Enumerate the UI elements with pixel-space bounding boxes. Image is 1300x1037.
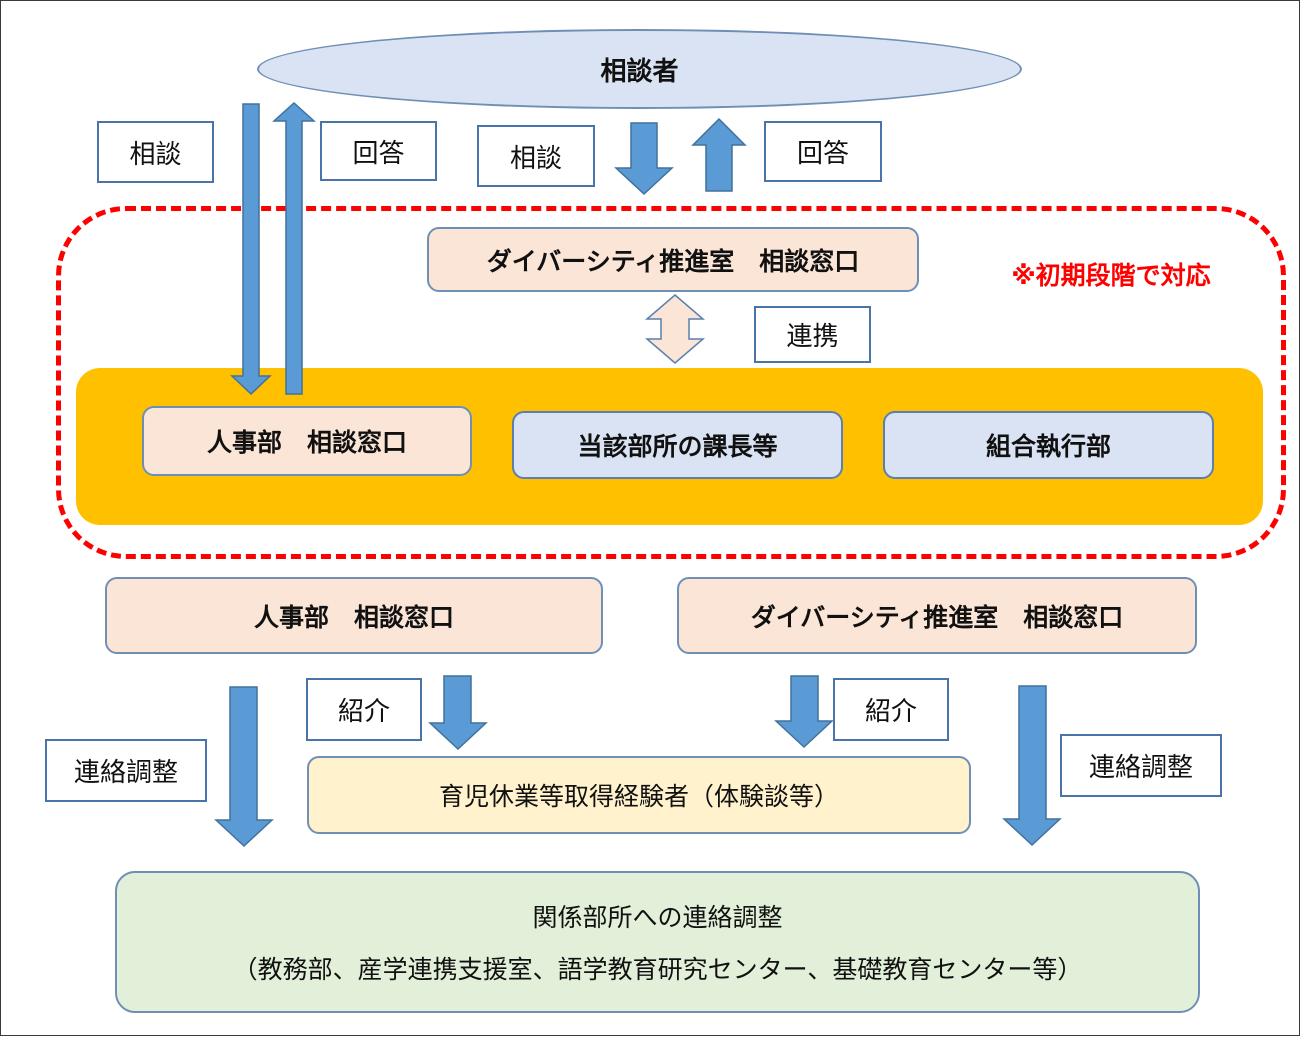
initial-response-note-text: ※初期段階で対応 (1011, 261, 1211, 290)
label-kaitou-center-text: 回答 (796, 139, 849, 169)
label-renkei: 連携 (754, 306, 871, 363)
up-arrow-kaitou-left (272, 101, 316, 395)
label-soudan-center-text: 相談 (509, 143, 562, 174)
hr-desk-second-label: 人事部 相談窓口 (253, 602, 454, 632)
coordination-title: 関係部所への連絡調整 (532, 903, 783, 932)
label-renraku-left: 連絡調整 (45, 739, 207, 802)
diversity-desk-initial: ダイバーシティ推進室 相談窓口 (427, 227, 919, 292)
label-renraku-left-text: 連絡調整 (73, 758, 178, 788)
label-soudan-center: 相談 (477, 125, 595, 187)
label-shoukai-right-text: 紹介 (864, 697, 917, 727)
down-arrow-soudan-left (230, 103, 272, 396)
down-arrow-shoukai-left (428, 675, 488, 751)
label-renraku-right-text: 連絡調整 (1088, 753, 1193, 783)
coordination-box: 関係部所への連絡調整 （教務部、産学連携支援室、語学教育研究センター、基礎教育セ… (115, 871, 1200, 1013)
diversity-desk-second-label: ダイバーシティ推進室 相談窓口 (750, 602, 1124, 632)
section-chief-box: 当該部所の課長等 (512, 411, 843, 479)
up-arrow-kaitou-center (691, 117, 747, 192)
label-kaitou-center: 回答 (764, 121, 882, 182)
label-kaitou-left-text: 回答 (352, 138, 405, 169)
down-arrow-renraku-right (1002, 685, 1062, 847)
label-soudan-left-text: 相談 (129, 139, 182, 170)
consultant-ellipse: 相談者 (257, 29, 1022, 109)
label-kaitou-left: 回答 (320, 121, 437, 181)
diversity-desk-initial-label: ダイバーシティ推進室 相談窓口 (486, 246, 860, 276)
union-label: 組合執行部 (985, 432, 1111, 461)
down-arrow-shoukai-right (774, 675, 834, 749)
initial-response-region (56, 206, 1286, 559)
label-renraku-right: 連絡調整 (1060, 734, 1222, 797)
section-chief-label: 当該部所の課長等 (577, 432, 778, 461)
label-renkei-text: 連携 (786, 322, 839, 352)
initial-response-note: ※初期段階で対応 (981, 254, 1241, 294)
experience-box: 育児休業等取得経験者（体験談等） (307, 756, 971, 834)
down-arrow-renraku-left (214, 686, 274, 848)
label-shoukai-left: 紹介 (306, 678, 422, 741)
coordination-departments: （教務部、産学連携支援室、語学教育研究センター、基礎教育センター等） (232, 955, 1083, 984)
diversity-desk-second: ダイバーシティ推進室 相談窓口 (677, 577, 1197, 654)
label-soudan-left: 相談 (97, 121, 214, 183)
down-arrow-soudan-center (614, 122, 674, 196)
experience-label: 育児休業等取得経験者（体験談等） (438, 782, 839, 811)
double-arrow-renkei (644, 294, 706, 364)
consultant-label: 相談者 (600, 56, 679, 87)
union-box: 組合執行部 (883, 411, 1214, 479)
hr-desk-second: 人事部 相談窓口 (105, 577, 603, 654)
hr-desk-initial-label: 人事部 相談窓口 (206, 428, 407, 457)
hr-desk-initial: 人事部 相談窓口 (142, 406, 472, 476)
label-shoukai-left-text: 紹介 (337, 697, 390, 727)
label-shoukai-right: 紹介 (833, 678, 949, 741)
